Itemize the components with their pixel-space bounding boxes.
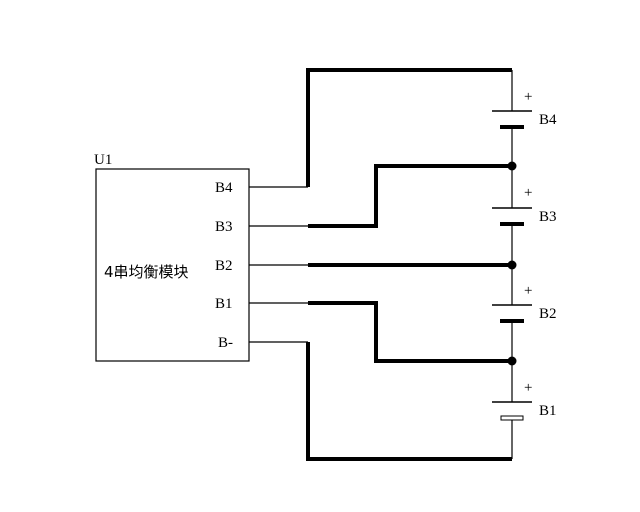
battery-b1-label: B1	[539, 403, 557, 419]
battery-b4-label: B4	[539, 112, 557, 128]
battery-negative-plate	[500, 415, 524, 421]
module-ref-label: U1	[94, 152, 112, 168]
wire-b3	[308, 164, 512, 228]
battery-b2	[492, 304, 532, 323]
battery-b1	[492, 401, 532, 421]
junction-dot	[507, 356, 517, 366]
wire-b1	[308, 301, 512, 363]
pin-label-bminus: B-	[218, 335, 233, 351]
battery-b4	[492, 110, 532, 129]
module-name-label: 4串均衡模块	[104, 263, 189, 281]
pin-label-b1: B1	[215, 296, 233, 312]
junction-dot	[507, 260, 517, 270]
pin-label-b4: B4	[215, 180, 233, 196]
pin-label-b3: B3	[215, 219, 233, 235]
battery-b3	[492, 207, 532, 226]
battery-negative-plate	[500, 125, 524, 129]
battery-b2-label: B2	[539, 306, 557, 322]
battery-b4-polarity: +	[524, 89, 532, 105]
battery-negative-plate	[500, 319, 524, 323]
battery-negative-plate	[500, 222, 524, 226]
junction-dot	[507, 161, 517, 171]
battery-b3-polarity: +	[524, 185, 532, 201]
wire-b4	[306, 68, 512, 187]
battery-b1-polarity: +	[524, 380, 532, 396]
battery-b2-polarity: +	[524, 283, 532, 299]
battery-b3-label: B3	[539, 209, 557, 225]
pin-label-b2: B2	[215, 258, 233, 274]
wire-bminus	[306, 342, 512, 461]
module-box	[95, 168, 250, 362]
